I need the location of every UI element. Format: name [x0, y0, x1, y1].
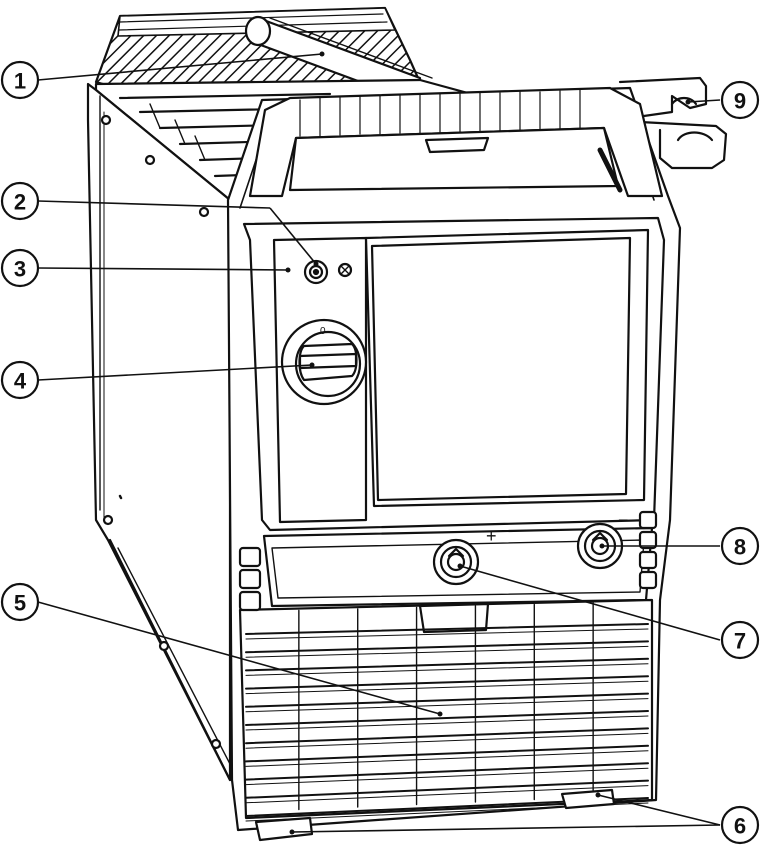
- minus-symbol: −: [618, 510, 629, 530]
- louver-slat-edge: [245, 680, 649, 695]
- callout-3: 3: [14, 257, 26, 282]
- louver-slat: [245, 692, 649, 708]
- front-edge-tabs: [238, 510, 658, 612]
- louver-slat-edge: [245, 767, 649, 786]
- side-panel: [86, 82, 232, 782]
- callout-1: 1: [14, 69, 26, 94]
- louver-slat-edge: [245, 785, 649, 804]
- display-window: [364, 228, 650, 508]
- leader-6a: [291, 824, 721, 833]
- louver-slat-edge: [245, 732, 649, 749]
- front-louvers: [238, 598, 654, 822]
- louver-slat-edge: [245, 715, 649, 731]
- louver-slat: [245, 710, 649, 726]
- leader-1: [37, 53, 323, 81]
- callout-9: 9: [734, 89, 746, 114]
- louver-slat: [245, 762, 649, 781]
- callout-6: 6: [734, 814, 746, 839]
- louver-slat: [245, 675, 649, 690]
- louver-slat-edge: [245, 750, 649, 767]
- louver-slat-edge: [245, 628, 649, 640]
- louver-slat: [245, 744, 649, 763]
- louver-slat: [245, 727, 649, 745]
- leader-4: [37, 364, 313, 381]
- callout-5: 5: [14, 591, 26, 616]
- switch-marker: 0: [320, 326, 326, 337]
- main-switch: [280, 318, 368, 406]
- carry-handle-front: [248, 86, 664, 198]
- leader-7: [459, 565, 721, 641]
- leader-2b: [269, 207, 317, 265]
- callout-8: 8: [734, 535, 746, 560]
- louver-slat: [245, 640, 649, 654]
- foot-left: [254, 816, 314, 842]
- louver-slat-edge: [245, 645, 649, 658]
- panel-screw: [337, 262, 353, 278]
- leader-6b: [597, 794, 721, 826]
- louver-slat: [245, 657, 649, 672]
- louver-slat-edge: [245, 698, 649, 713]
- socket-plus: [432, 538, 480, 586]
- callout-7: 7: [734, 629, 746, 654]
- indicator-lamp: [303, 259, 329, 285]
- louver-slat: [245, 779, 649, 799]
- foot-right: [560, 788, 616, 810]
- louver-slat: [245, 623, 649, 635]
- callout-2: 2: [14, 190, 26, 215]
- leader-2: [37, 200, 271, 209]
- leader-5: [37, 601, 441, 715]
- plus-symbol: +: [486, 526, 497, 546]
- louver-slat-edge: [245, 663, 649, 676]
- leader-9: [687, 99, 721, 103]
- callout-4: 4: [14, 369, 27, 394]
- leader-3: [37, 267, 289, 271]
